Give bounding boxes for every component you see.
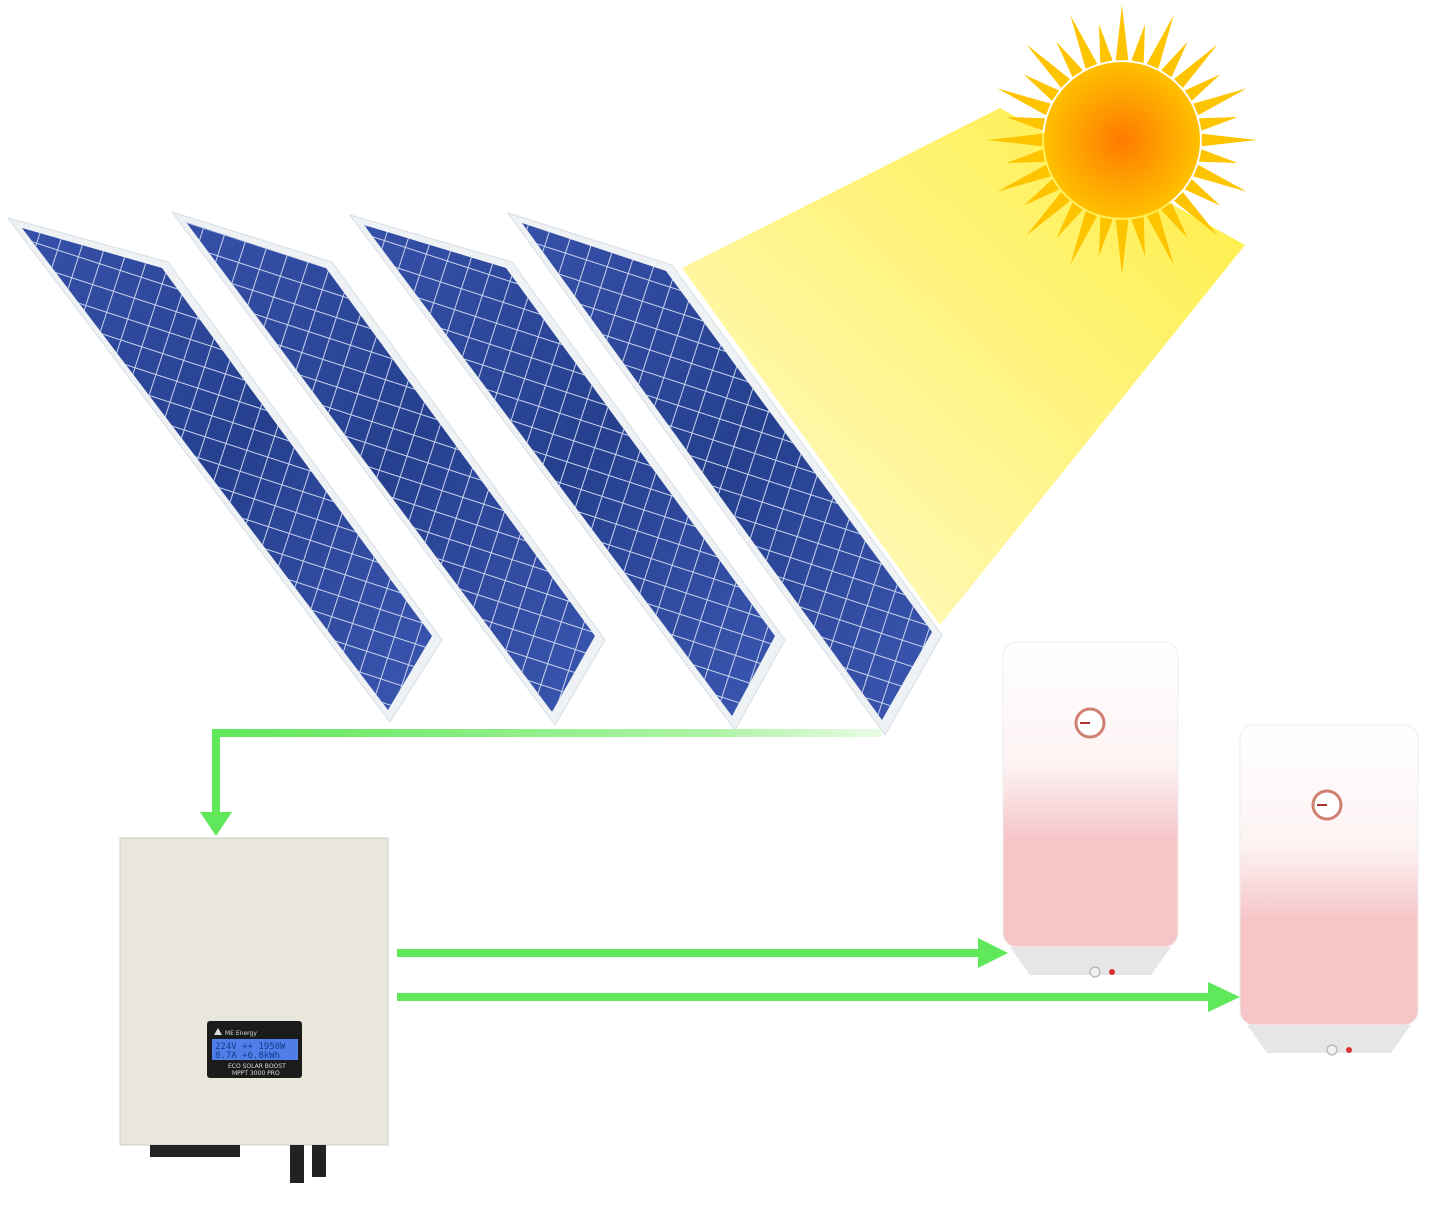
inverter-to-heater-2-arrow <box>397 982 1240 1012</box>
sun-ray <box>1006 149 1046 164</box>
sun-ray <box>997 164 1051 192</box>
sun-ray <box>1070 15 1098 69</box>
sun-ray <box>1198 149 1238 164</box>
solar-panel <box>170 211 606 726</box>
sun-ray <box>1173 44 1218 89</box>
sun-ray <box>1131 24 1146 64</box>
sun-ray <box>1115 219 1129 275</box>
inverter-to-heater-1-arrow <box>397 938 1008 968</box>
sun-ray <box>1193 164 1247 192</box>
solar-panel <box>506 212 943 736</box>
lcd-screen <box>212 1039 298 1060</box>
lcd-line-2: 8.7A +6.8kWh <box>215 1051 280 1061</box>
water-heater <box>1002 641 1179 978</box>
inverter: ME Energy 224V ++ 1950W 8.7A +6.8kWh ECO… <box>119 837 389 1183</box>
sun-ray <box>1056 41 1083 78</box>
panel-to-inverter-arrow <box>200 729 882 836</box>
sun-ray <box>1161 202 1188 239</box>
solar-panel <box>348 214 786 731</box>
sun-ray <box>1098 216 1113 256</box>
sun-ray <box>1184 179 1221 206</box>
brand-logo-icon <box>214 1028 222 1035</box>
sun-ray <box>1023 179 1060 206</box>
sun-ray <box>997 88 1051 116</box>
sun-ray <box>1193 88 1247 116</box>
sun-ray <box>1173 191 1218 236</box>
sun-ray <box>1198 116 1238 131</box>
lcd-line-1: 224V ++ 1950W <box>215 1042 286 1052</box>
sun-ray <box>1131 216 1146 256</box>
inverter-model-1: ECO SOLAR BOOST <box>228 1063 286 1070</box>
sun-icon <box>987 5 1257 275</box>
inverter-brand: ME Energy <box>225 1030 257 1037</box>
sun-ray <box>987 133 1043 147</box>
sun-ray <box>1006 116 1046 131</box>
sun-ray <box>1201 133 1257 147</box>
sun-ray <box>1026 191 1071 236</box>
sun-ray <box>1146 211 1174 265</box>
solar-panel <box>6 217 443 723</box>
inverter-model-2: MPPT 3000 PRO <box>232 1070 280 1077</box>
sun-ray <box>1184 74 1221 101</box>
sun-ray <box>1146 15 1174 69</box>
sun-ray <box>1056 202 1083 239</box>
sun-ray <box>1161 41 1188 78</box>
sun-ray <box>1023 74 1060 101</box>
sun-ray <box>1115 5 1129 61</box>
water-heater <box>1239 724 1419 1056</box>
sun-ray <box>1070 211 1098 265</box>
sun-ray <box>1098 24 1113 64</box>
sun-ray <box>1026 44 1071 89</box>
